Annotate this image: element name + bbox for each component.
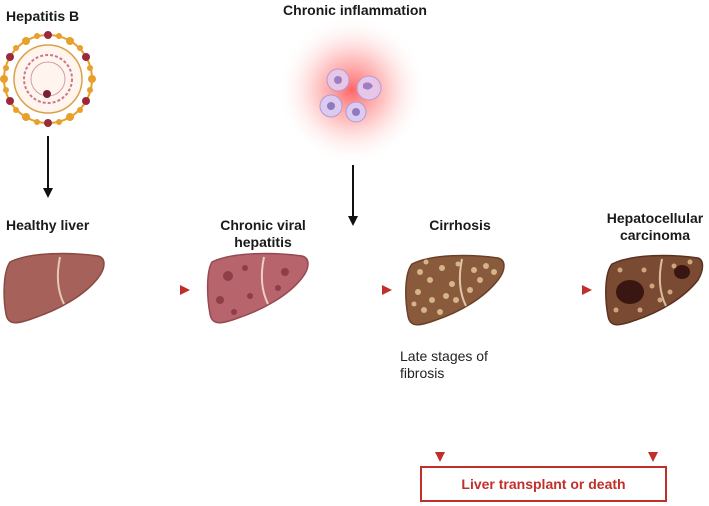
late-stages-line2: fibrosis <box>400 365 445 381</box>
cirrhosis-liver-icon <box>405 254 505 326</box>
outcome-label: Liver transplant or death <box>461 476 626 492</box>
carcinoma-liver-icon <box>605 254 704 326</box>
healthy-liver-icon <box>3 252 105 324</box>
outcome-box: Liver transplant or death <box>420 466 667 502</box>
chronic-viral-hepatitis-line2: hepatitis <box>234 234 292 250</box>
hcc-line1: Hepatocellular <box>606 210 704 226</box>
chronic-inflammation-label: Chronic inflammation <box>283 2 427 18</box>
hepatitis-b-virus-icon <box>0 31 96 127</box>
cirrhosis-label: Cirrhosis <box>429 217 491 233</box>
late-stages-fibrosis-note: Late stages of fibrosis <box>400 348 520 382</box>
hepatitis-b-label: Hepatitis B <box>6 8 80 24</box>
chronic-viral-hepatitis-label: Chronic viral hepatitis <box>198 217 328 251</box>
hepatitis-liver-icon <box>206 252 309 324</box>
hepatocellular-carcinoma-label: Hepatocellular carcinoma <box>595 210 709 244</box>
chronic-viral-hepatitis-line1: Chronic viral <box>220 217 306 233</box>
healthy-liver-label: Healthy liver <box>6 217 90 233</box>
immune-cells-icon <box>277 15 427 165</box>
late-stages-line1: Late stages of <box>400 348 488 364</box>
hcc-line2: carcinoma <box>619 227 691 243</box>
